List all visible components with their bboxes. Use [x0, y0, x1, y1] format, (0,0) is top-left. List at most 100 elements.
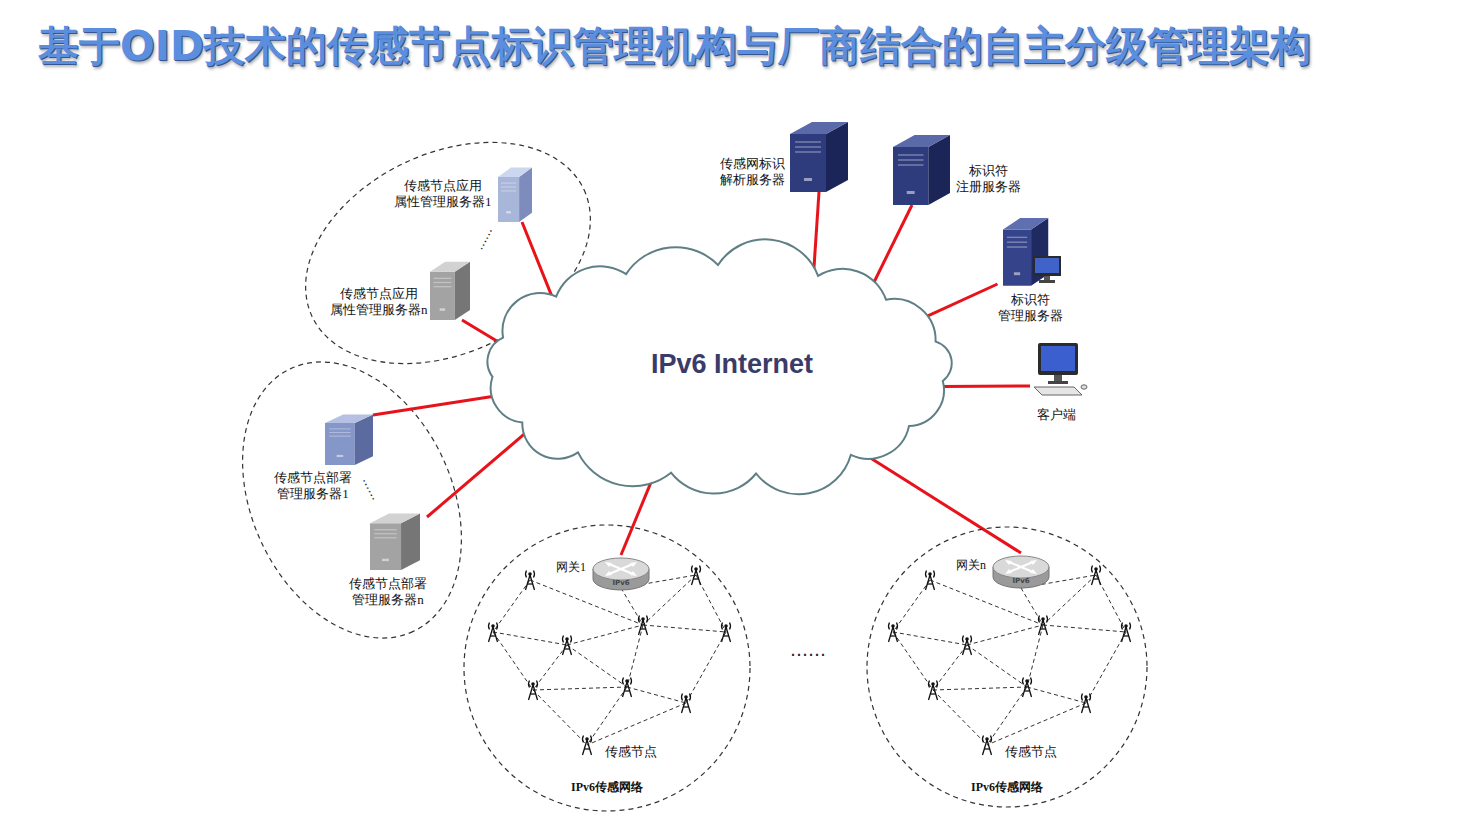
- sensor-part: [571, 636, 572, 643]
- tower-dark-part: [893, 147, 928, 205]
- tower-dark-part: [898, 164, 924, 166]
- node-label: 网关n: [956, 558, 986, 573]
- mesh-link: [893, 632, 967, 645]
- cloud-outline: [487, 239, 951, 494]
- sensor-icon: [639, 616, 648, 636]
- network-boundary: [464, 525, 750, 811]
- gateway: 网关n: [956, 553, 1050, 589]
- sensor-part: [623, 678, 632, 698]
- sensor-part: [1090, 694, 1091, 701]
- sensor-part: [1092, 566, 1101, 586]
- internet-cloud: IPv6 Internet: [470, 243, 966, 497]
- network-link: [869, 205, 912, 292]
- mesh-link: [533, 687, 627, 690]
- sensor-part: [527, 583, 533, 584]
- client: 客户端: [1030, 343, 1090, 423]
- tower-monitor-part: [1007, 241, 1027, 242]
- sensor-icon: [1023, 678, 1032, 698]
- pc-part: [1081, 385, 1087, 389]
- mesh-link: [686, 632, 726, 703]
- sensor-part: [684, 695, 688, 699]
- sensor-part: [583, 736, 592, 756]
- tower-dark-part: [898, 154, 924, 156]
- mesh-link: [567, 645, 627, 687]
- mesh-link: [967, 625, 1043, 645]
- sensor-part: [534, 571, 535, 578]
- sensor-network: IPv6传感网络网关n传感节点: [866, 526, 1148, 808]
- sensor-part: [526, 571, 535, 591]
- sensor-part: [526, 571, 527, 578]
- sensor-part: [564, 648, 570, 649]
- node-label: IPv6 Internet: [651, 348, 813, 380]
- node-label: 客户端: [1037, 407, 1076, 423]
- sensor-part: [1124, 624, 1128, 628]
- sensor-part: [529, 681, 530, 688]
- device-tag-holder: IPv6: [613, 580, 630, 588]
- sensor-part: [889, 623, 898, 643]
- mesh-link: [933, 645, 967, 690]
- tower-monitor-part: [1035, 258, 1059, 273]
- sensor-part: [631, 678, 632, 685]
- mesh-link: [533, 645, 567, 690]
- sensor-icon: [979, 734, 995, 756]
- tower-monitor-part: [1007, 246, 1027, 247]
- sensor-part: [583, 736, 584, 743]
- sensor-part: [489, 623, 490, 630]
- router-part: [1030, 569, 1037, 574]
- server: 传感网标识 解析服务器: [720, 120, 848, 192]
- mesh-link: [1021, 588, 1043, 625]
- sensor-part: [930, 693, 936, 694]
- server: 传感节点应用 属性管理服务器1: [394, 166, 532, 222]
- ellipsis-holder: ……: [360, 474, 383, 501]
- server: 传感节点部署 管理服务器n: [349, 512, 427, 608]
- sensor-part: [531, 682, 535, 686]
- router-part: [993, 556, 1049, 578]
- gateway: 网关1: [556, 555, 650, 591]
- tower-dark-part: [795, 151, 821, 153]
- ellipsis-holder: ……: [790, 640, 826, 660]
- sensor-part: [489, 623, 498, 643]
- sensor-part: [991, 736, 992, 743]
- mesh-link: [643, 625, 726, 632]
- node-label: 传感网标识 解析服务器: [720, 156, 785, 188]
- tower-dark-icon: [790, 120, 848, 192]
- pc-part: [1054, 375, 1062, 381]
- tower-dark-icon: [893, 133, 950, 205]
- mesh-link: [1027, 687, 1086, 703]
- sensor-part: [891, 624, 895, 628]
- router-part: [609, 564, 633, 574]
- tower-monitor-part: [1007, 237, 1027, 247]
- sensor-part: [983, 736, 984, 743]
- router-part: [1009, 562, 1033, 572]
- sensor-icon: [682, 694, 691, 714]
- node-label: 传感节点: [605, 744, 657, 760]
- sensor-part: [1093, 578, 1099, 579]
- tower-light-part: [506, 211, 511, 213]
- tower-light-part: [501, 186, 516, 187]
- tower-monitor-part: [1039, 280, 1055, 283]
- node-label: IPv6传感网络: [571, 780, 643, 795]
- sensor-node: 传感节点: [579, 734, 657, 760]
- sensor-part: [693, 578, 699, 579]
- sensor-part: [585, 737, 589, 741]
- tower-dark-part: [893, 135, 950, 147]
- node-label: 标识符 注册服务器: [956, 163, 1021, 195]
- mesh-link: [587, 703, 686, 745]
- sensor-node: 传感节点: [979, 734, 1057, 760]
- node-label: 标识符 管理服务器: [998, 292, 1063, 324]
- sensor-part: [1082, 694, 1091, 714]
- sensor-part: [491, 624, 495, 628]
- sensor-part: [565, 637, 569, 641]
- sensor-part: [700, 566, 701, 573]
- diagram-title: 基于OID技术的传感节点标识管理机构与厂商结合的自主分级管理架构: [38, 22, 1311, 71]
- sensor-part: [1039, 616, 1040, 623]
- tower-grey-part: [374, 529, 396, 530]
- tower-grey-part: [430, 262, 470, 272]
- router-part: [593, 558, 649, 580]
- device-tag: IPv6: [1013, 578, 1030, 586]
- device-tag: IPv6: [613, 580, 630, 588]
- router-part: [609, 564, 633, 574]
- tower-grey-part: [433, 278, 451, 279]
- sensor-icon: [526, 571, 535, 591]
